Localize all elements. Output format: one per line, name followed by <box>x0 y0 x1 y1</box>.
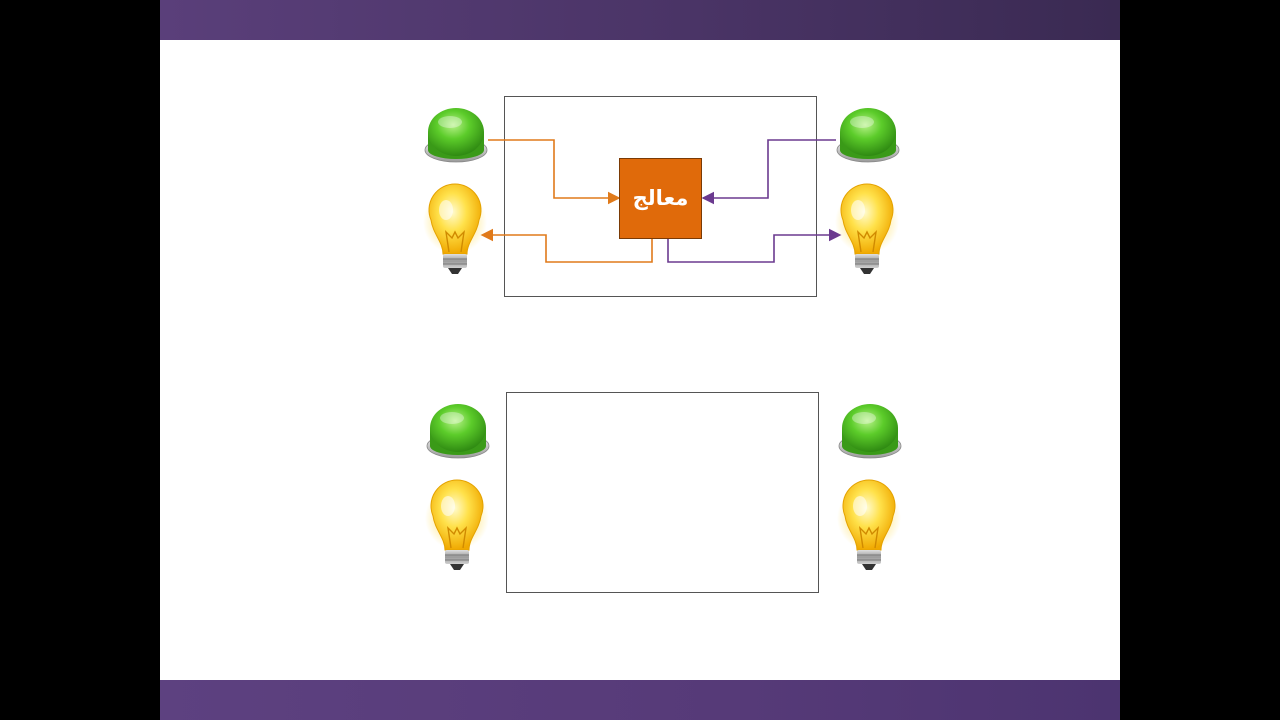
bottom-circuit-frame <box>506 392 819 593</box>
header-band <box>160 0 1120 40</box>
circuit-diagram: معالج <box>422 96 902 593</box>
processor-box: معالج <box>619 158 702 239</box>
light-bulb-icon <box>834 183 900 275</box>
processor-to-left-bulb-wire <box>480 228 653 263</box>
top-circuit-frame <box>504 96 817 297</box>
processor-to-right-bulb-wire <box>667 228 842 263</box>
light-bulb-icon <box>422 183 488 275</box>
push-button-icon <box>836 107 900 163</box>
right-button-to-processor-wire <box>701 139 836 205</box>
push-button-icon <box>424 107 488 163</box>
light-bulb-icon <box>424 479 490 571</box>
processor-label: معالج <box>633 186 689 210</box>
footer-band <box>160 680 1120 720</box>
slide: معالج <box>160 0 1120 720</box>
push-button-icon <box>426 403 490 459</box>
push-button-icon <box>838 403 902 459</box>
left-button-to-processor-wire <box>488 139 621 205</box>
light-bulb-icon <box>836 479 902 571</box>
